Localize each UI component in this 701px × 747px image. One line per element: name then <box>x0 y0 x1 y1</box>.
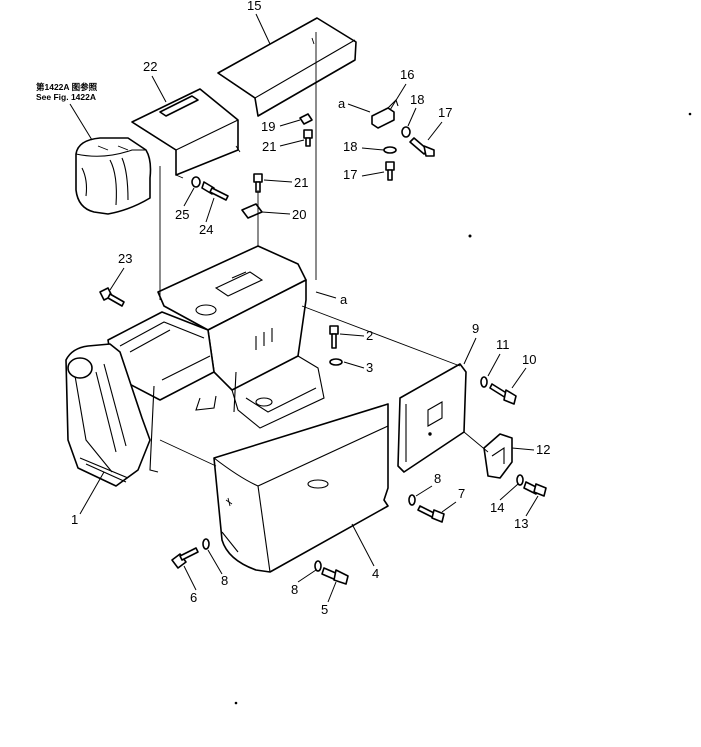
washer-18-lower <box>383 146 397 154</box>
callout-13: 13 <box>514 516 528 531</box>
washer-8-right <box>408 494 416 506</box>
callout-6: 6 <box>190 590 197 605</box>
callout-11: 11 <box>496 337 510 352</box>
callout-labels: 15 22 16 18 17 19 18 21 17 21 25 20 24 2… <box>71 0 550 617</box>
callout-16: 16 <box>400 67 414 82</box>
guide-lines <box>159 32 489 467</box>
nut-19 <box>299 113 313 125</box>
callout-15: 15 <box>247 0 261 13</box>
bolt-17-upper <box>409 137 435 157</box>
bolt-5 <box>321 567 349 585</box>
connection-marks: a a <box>315 96 371 307</box>
callout-24: 24 <box>199 222 213 237</box>
callout-10: 10 <box>522 352 536 367</box>
callout-3: 3 <box>366 360 373 375</box>
callout-8-left: 8 <box>221 573 228 588</box>
bolt-24 <box>201 181 229 201</box>
part-15-top-cover <box>217 17 357 117</box>
callout-19: 19 <box>261 119 275 134</box>
callout-9: 9 <box>472 321 479 336</box>
callout-7: 7 <box>458 486 465 501</box>
reference-note: 第1422A 图参照 See Fig. 1422A <box>36 82 98 141</box>
part-22-slotted-cover <box>131 88 241 179</box>
callout-25: 25 <box>175 207 189 222</box>
bolt-10 <box>489 383 517 405</box>
bolt-21-lower <box>253 173 263 193</box>
callout-21-upper: 21 <box>262 139 276 154</box>
callout-5: 5 <box>321 602 328 617</box>
reference-part-1422a <box>75 137 152 215</box>
washer-11 <box>480 376 488 388</box>
callout-1: 1 <box>71 512 78 527</box>
callout-23: 23 <box>118 251 132 266</box>
callout-18-upper: 18 <box>410 92 424 107</box>
callout-14: 14 <box>490 500 504 515</box>
callout-2: 2 <box>366 328 373 343</box>
part-4-lower-cover <box>213 403 389 573</box>
bolt-13 <box>523 481 547 497</box>
callout-8-bottom: 8 <box>291 582 298 597</box>
bolt-2 <box>329 325 339 349</box>
callout-4: 4 <box>372 566 379 581</box>
mark-a-upper: a <box>338 96 346 111</box>
bolt-21-upper <box>303 129 313 147</box>
washer-18-upper <box>401 126 411 138</box>
callout-12: 12 <box>536 442 550 457</box>
bolt-7 <box>417 505 445 523</box>
part-1-main-frame <box>65 245 325 487</box>
callout-20: 20 <box>292 207 306 222</box>
part-9-side-plate <box>397 363 467 473</box>
specks <box>234 112 692 705</box>
part-12-clip <box>483 433 513 479</box>
callout-21-lower: 21 <box>294 175 308 190</box>
washer-3 <box>329 358 343 366</box>
washer-8-bottom <box>314 560 322 572</box>
bolt-6 <box>171 547 199 569</box>
callout-17-lower: 17 <box>343 167 357 182</box>
callout-18-lower: 18 <box>343 139 357 154</box>
washer-25 <box>191 176 201 188</box>
reference-note-line2: See Fig. 1422A <box>36 92 96 102</box>
washer-14 <box>516 474 524 486</box>
callout-8-right: 8 <box>434 471 441 486</box>
bolt-23 <box>99 287 125 307</box>
bolt-17-lower <box>385 161 395 181</box>
washer-8-left <box>202 538 210 550</box>
callout-22: 22 <box>143 59 157 74</box>
reference-note-line1: 第1422A 图参照 <box>36 82 98 92</box>
clip-20 <box>241 203 263 219</box>
mark-a-lower: a <box>340 292 348 307</box>
callout-17-upper: 17 <box>438 105 452 120</box>
